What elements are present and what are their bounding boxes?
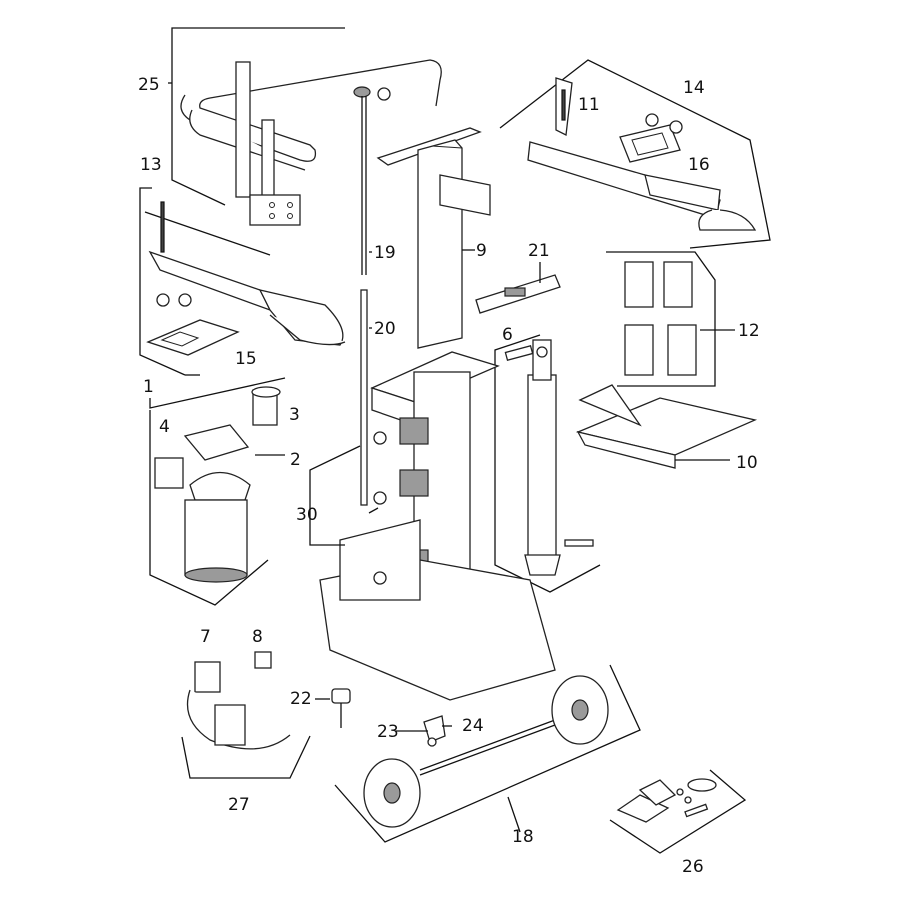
callout-2: 2 bbox=[290, 450, 301, 470]
callout-8: 8 bbox=[252, 627, 263, 647]
callout-24: 24 bbox=[462, 716, 484, 736]
hose-assembly bbox=[181, 651, 311, 779]
bracket bbox=[475, 262, 561, 314]
callout-23: 23 bbox=[377, 722, 399, 742]
callout-15: 15 bbox=[235, 349, 257, 369]
blade-set bbox=[606, 251, 735, 387]
log-splitter-frame bbox=[309, 351, 556, 701]
hydraulic-cylinder bbox=[494, 334, 601, 593]
callout-6: 6 bbox=[502, 325, 513, 345]
rods bbox=[353, 86, 391, 506]
gasket-kit bbox=[609, 769, 747, 854]
right-tray-assembly bbox=[499, 59, 771, 249]
callout-30: 30 bbox=[296, 505, 318, 525]
callout-1: 1 bbox=[143, 377, 154, 397]
callout-27: 27 bbox=[228, 795, 250, 815]
callout-7: 7 bbox=[200, 627, 211, 647]
base-plate bbox=[575, 384, 758, 469]
column-assembly bbox=[376, 127, 491, 349]
callout-22: 22 bbox=[290, 689, 312, 709]
callout-10: 10 bbox=[736, 453, 758, 473]
callout-11: 11 bbox=[578, 95, 600, 115]
handle-bar-assembly bbox=[168, 27, 442, 226]
motor-assembly bbox=[149, 377, 286, 606]
callout-9: 9 bbox=[476, 241, 487, 261]
callout-3: 3 bbox=[289, 405, 300, 425]
callout-20: 20 bbox=[374, 319, 396, 339]
callout-4: 4 bbox=[159, 417, 170, 437]
callout-13: 13 bbox=[140, 155, 162, 175]
callout-14: 14 bbox=[683, 78, 705, 98]
callout-25: 25 bbox=[138, 75, 160, 95]
callout-12: 12 bbox=[738, 321, 760, 341]
callout-21: 21 bbox=[528, 241, 550, 261]
small-parts bbox=[331, 688, 446, 747]
left-tray-assembly bbox=[139, 187, 346, 376]
callout-16: 16 bbox=[688, 155, 710, 175]
callout-19: 19 bbox=[374, 243, 396, 263]
callout-18: 18 bbox=[512, 827, 534, 847]
callout-26: 26 bbox=[682, 857, 704, 877]
wheel-axle-assembly bbox=[334, 664, 641, 843]
